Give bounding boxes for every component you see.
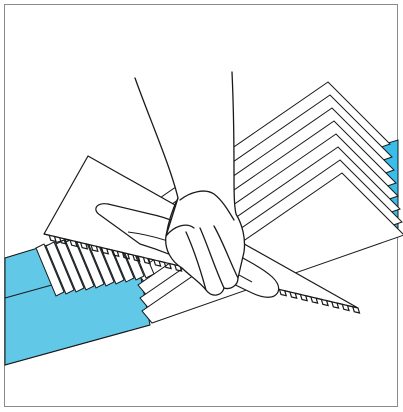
adhesive-ridge xyxy=(45,241,75,295)
hand-icon xyxy=(134,71,246,296)
adhesive-ridge xyxy=(35,243,65,297)
